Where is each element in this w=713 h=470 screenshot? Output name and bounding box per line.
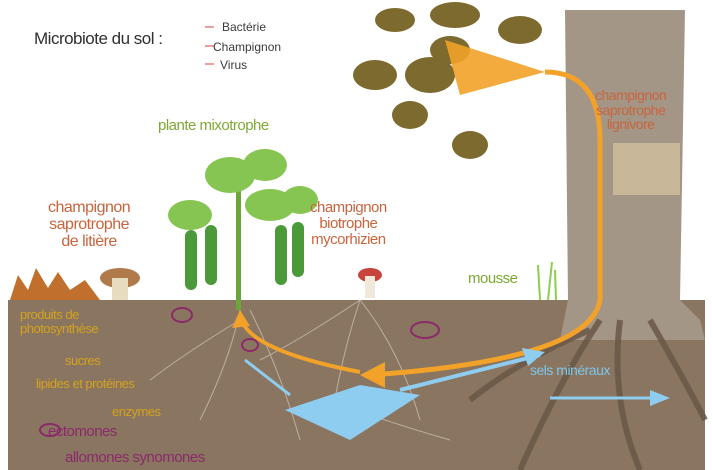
label-lipids-proteins: lipides et protéines	[36, 377, 134, 391]
label-mycorrhizal-fungus: champignon biotrophe mycorhizien	[310, 200, 387, 247]
litter	[10, 268, 100, 300]
legend-title: Microbiote du sol :	[34, 30, 162, 48]
legend-bacteria: Bactérie	[222, 20, 266, 34]
label-moss: mousse	[468, 271, 518, 287]
wood-fungus-photo	[613, 143, 680, 195]
mushroom-litter	[100, 268, 140, 300]
label-mineral-salts: sels minéraux	[530, 363, 610, 378]
label-ectomones: ectomones	[48, 424, 117, 440]
moss	[538, 262, 556, 300]
oak-foliage	[353, 2, 542, 159]
legend-bacteria-swatch	[205, 26, 214, 28]
label-allomones: allomones synomones	[65, 450, 205, 466]
label-plant: plante mixotrophe	[158, 118, 269, 134]
label-sugars: sucres	[65, 354, 100, 368]
legend-virus: Virus	[220, 58, 247, 72]
label-enzymes: enzymes	[112, 405, 161, 419]
legend-virus-swatch	[205, 63, 214, 65]
label-photosynthesis-products: produits de photosynthèse	[20, 308, 98, 335]
plant	[168, 149, 318, 310]
legend-fungus: Champignon	[213, 40, 281, 54]
label-litter-fungus: champignon saprotrophe de litière	[48, 200, 130, 250]
label-wood-fungus: champignon saprotrophe lignivore	[595, 88, 666, 132]
mushroom-mycorrhizal	[358, 268, 382, 298]
